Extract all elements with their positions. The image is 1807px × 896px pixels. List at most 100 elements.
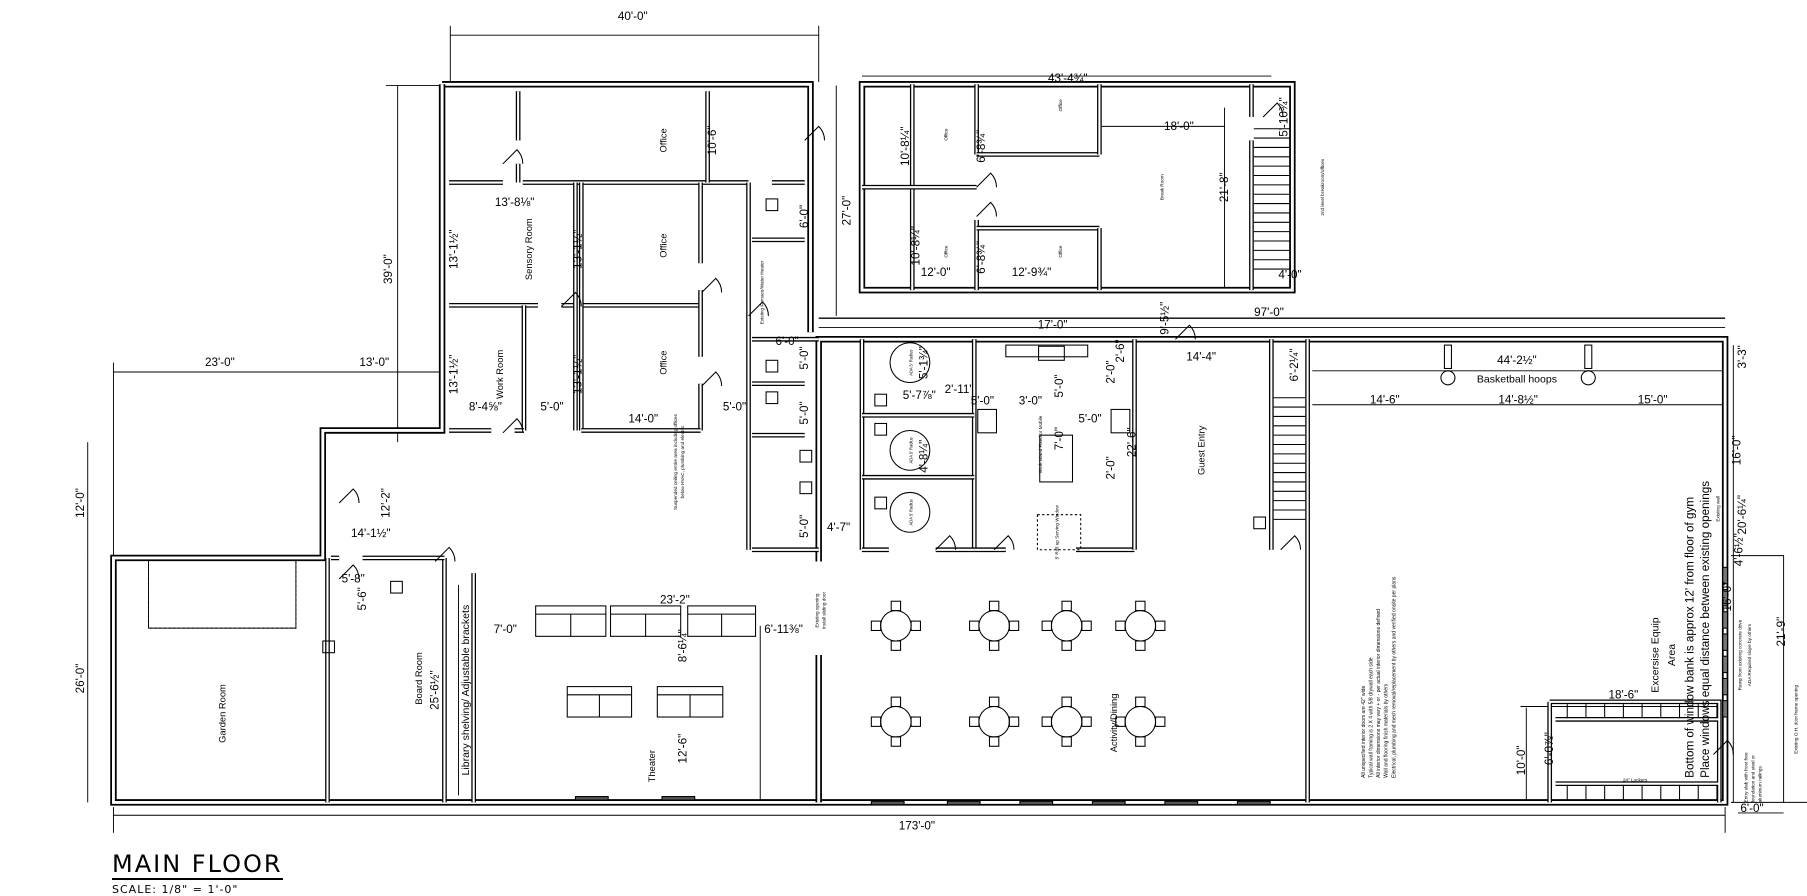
dimension-label: 13'-0" [359,356,389,369]
chair [988,696,1000,708]
window [574,796,609,801]
annotation-oh-door: Existing O.H. door frame opening [1794,685,1799,754]
window [1722,611,1728,629]
door-swing [561,291,582,307]
window [1091,800,1126,806]
chair [1061,640,1072,651]
dimension-label: 5'-0" [540,401,563,414]
room-label-guest-entry: Guest Entry [1197,425,1207,475]
dimension-label: 18'-0" [1164,120,1194,133]
room-label-garden: Garden Room [218,684,228,743]
window [1722,700,1728,718]
dimension-label: 40'-0" [618,10,648,23]
chair [890,696,902,708]
chair [890,736,902,747]
fixtures [322,102,1734,806]
door-swing [502,149,524,165]
room-label-library: Library shelving/ Adjustable brackets [460,605,472,776]
dimension-label: 16'-0" [1721,582,1734,612]
window [1722,589,1728,607]
annotation-window-1: Bottom of window bank is approx 12' from… [1684,497,1697,778]
chair [1061,736,1072,747]
general-note: Typical wall framing is 2 X 4 with 5/8 d… [1369,657,1375,778]
chair [870,716,882,727]
chair [1041,716,1052,727]
room-label-break-room: Break Room [1160,174,1165,200]
sink [390,580,403,594]
dimension-lines [87,25,1807,833]
sink [799,481,813,495]
walls [110,81,1729,806]
dining-table [969,696,1020,747]
sofa [566,686,633,718]
dimension-label: 13'-8⅛" [495,196,535,209]
general-note: Wall and flooring finish materials by ot… [1384,683,1390,778]
dimension-label: 12'-9¾" [1012,266,1052,279]
dimension-label: 6'-0" [1740,802,1763,815]
window [1722,566,1728,585]
chair [988,600,1000,612]
dimension-label: 26'-0" [74,664,87,694]
door-swing [993,534,1015,551]
dimension-label: 6'-0" [798,205,811,228]
dimension-label: 14'-8½" [1498,394,1538,407]
dimension-label: 5'-0" [1078,412,1101,425]
door-swing [976,201,998,217]
dimension-label: 5'-7⅞" [903,389,936,402]
dimension-label: 22'-6" [1126,427,1139,457]
chair [969,620,980,631]
annotation-slab-1: Entry slab with frost free [1743,752,1748,802]
dimension-label: 7'-0" [494,623,517,636]
room-label-office-ur1: Office [943,128,948,140]
annotation-rollup: 5' Roll up Serving Window [1054,504,1059,559]
room-label-theater: Theater [647,750,657,782]
chair [1008,716,1020,727]
dimension-label: 43'-4¾" [1048,72,1088,85]
sofa [609,605,682,637]
dining-table [1115,600,1166,651]
dimension-label: 23'-2" [660,594,690,607]
door-swing [338,488,360,504]
hoop-post [1443,344,1452,370]
dimension-label: 4'-7" [827,521,850,534]
dining-table [1115,696,1166,747]
room-label-office-ur3: Office [943,245,948,257]
annotation-window-2: Place windows equal distance between exi… [1699,481,1712,778]
door-swing [338,564,360,580]
dimension-label: 6'-0" [775,335,798,348]
window [1722,633,1728,651]
door-swing [976,172,998,188]
chair [910,716,921,727]
dimension-label: 13'-1½" [447,229,460,269]
dimension-label: 14'-0" [628,412,658,425]
dimension-line [1730,555,1785,803]
chair [1115,716,1126,727]
sofa [687,605,757,637]
sink [874,496,888,510]
door-swing [701,371,723,387]
hoop-post [1584,344,1593,370]
dimension-label: 27'-0" [840,196,853,226]
door-swing [1262,102,1284,118]
chair [1135,600,1146,612]
dimension-label: 6'-11⅜" [764,623,803,636]
chair [1135,640,1146,651]
annotation-ramp-1: Ramp from existing concrete drive [1738,619,1743,690]
wall-core [442,82,812,333]
sink [765,198,779,212]
dimension-label: 3'-3" [1736,345,1749,368]
dimension-label: 12'-6" [677,734,690,764]
window [661,796,696,801]
sink [322,640,336,654]
annotation-hoops: Basketball hoops [1477,374,1557,386]
dimension-label: 5'-0" [798,515,811,538]
basketball-hoop [1440,370,1456,386]
room-label-sensory: Sensory Room [524,218,534,280]
dimension-label: 5'-0" [723,401,746,414]
chair [1061,696,1072,708]
annotation-ramp-2: ADA Required slope by others [1747,623,1752,686]
garden-opening [148,559,297,629]
window [1236,800,1271,806]
kitchen-fixture [977,408,998,434]
dimension-label: 5'-10¾" [1278,97,1291,137]
